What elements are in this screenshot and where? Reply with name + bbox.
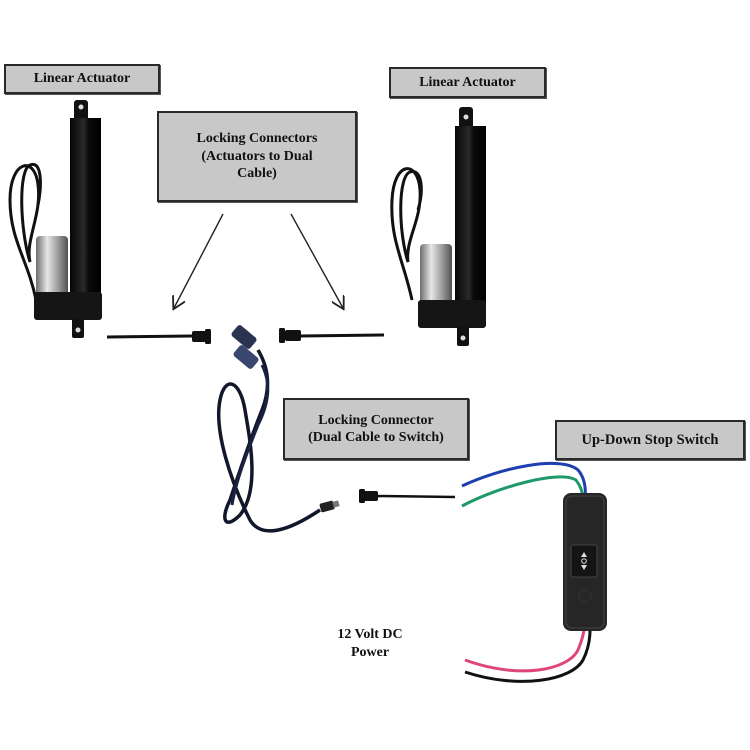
label-linear-actuator-right: Linear Actuator xyxy=(389,67,546,98)
label-text: Up-Down Stop Switch xyxy=(581,431,719,448)
switch-pigtail xyxy=(359,489,456,503)
stop-icon xyxy=(581,558,587,564)
actuator-pigtail-left xyxy=(106,329,211,344)
label-text: Linear Actuator xyxy=(419,74,516,90)
label-text-line1: Locking Connector xyxy=(318,412,434,428)
linear-actuator-left xyxy=(8,100,102,338)
label-text-line1: Locking Connectors xyxy=(196,131,318,147)
actuator-motor xyxy=(36,236,68,296)
pointer-arrow-right xyxy=(290,213,343,308)
label-locking-connectors-actuators: Locking Connectors (Actuators to Dual Ca… xyxy=(157,111,357,202)
wire-black xyxy=(464,629,592,683)
arrow-down-icon xyxy=(581,565,587,570)
label-text-line1: 12 Volt DC xyxy=(337,627,403,642)
wire-blue xyxy=(461,461,587,501)
label-12v-dc-power: 12 Volt DC Power xyxy=(320,626,420,662)
pointer-arrow-left xyxy=(174,213,224,308)
rocker-button xyxy=(570,544,598,578)
wire-pink xyxy=(464,627,586,673)
label-text: Linear Actuator xyxy=(33,71,131,87)
up-down-stop-switch xyxy=(563,493,607,631)
dual-y-cable xyxy=(217,325,340,533)
label-text-line2: (Actuators to Dual xyxy=(201,148,313,164)
label-text-line3: Cable) xyxy=(237,166,277,182)
actuator-tube xyxy=(455,126,486,326)
actuator-rod-eye xyxy=(74,100,88,122)
label-up-down-stop-switch: Up-Down Stop Switch xyxy=(555,420,745,460)
label-text-line2: (Dual Cable to Switch) xyxy=(308,430,444,445)
label-linear-actuator-left: Linear Actuator xyxy=(4,64,160,94)
actuator-motor xyxy=(420,244,452,304)
actuator-tube xyxy=(70,118,101,318)
actuator-cable-loop xyxy=(390,167,423,301)
label-locking-connector-switch: Locking Connector (Dual Cable to Switch) xyxy=(283,398,469,460)
actuator-pigtail-right xyxy=(279,328,385,343)
actuator-cable-loop xyxy=(8,162,42,301)
label-text-line2: Power xyxy=(350,645,390,661)
linear-actuator-right xyxy=(390,107,486,346)
arrow-up-icon xyxy=(581,552,587,557)
